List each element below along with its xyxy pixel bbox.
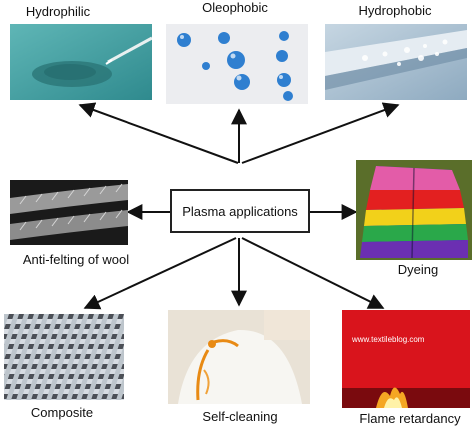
photo-composite xyxy=(4,314,124,400)
arrow-to-composite xyxy=(83,237,237,310)
center-box: Plasma applications xyxy=(170,189,310,233)
photo-oleophobic xyxy=(166,24,308,104)
label-anti-felting: Anti-felting of wool xyxy=(22,252,130,267)
photo-self-cleaning xyxy=(168,310,310,404)
photo-hydrophilic xyxy=(10,24,152,100)
photo-anti-felting xyxy=(10,180,128,245)
label-hydrophobic: Hydrophobic xyxy=(358,3,432,18)
arrow-to-hydrophobic xyxy=(241,102,400,164)
center-label: Plasma applications xyxy=(182,203,298,219)
arrow-to-hydrophilic xyxy=(78,102,239,164)
label-hydrophilic: Hydrophilic xyxy=(25,4,91,19)
photo-hydrophobic xyxy=(325,24,467,100)
label-dyeing: Dyeing xyxy=(397,262,439,277)
label-composite: Composite xyxy=(30,405,94,420)
arrow-to-flame-retardancy xyxy=(241,237,385,309)
label-self-cleaning: Self-cleaning xyxy=(202,409,278,424)
label-oleophobic: Oleophobic xyxy=(202,0,268,15)
label-flame-retardancy: Flame retardancy xyxy=(359,411,461,426)
watermark-text: www.textileblog.com xyxy=(352,335,425,344)
photo-flame-retardancy: www.textileblog.com xyxy=(342,310,470,408)
photo-dyeing xyxy=(356,160,472,260)
